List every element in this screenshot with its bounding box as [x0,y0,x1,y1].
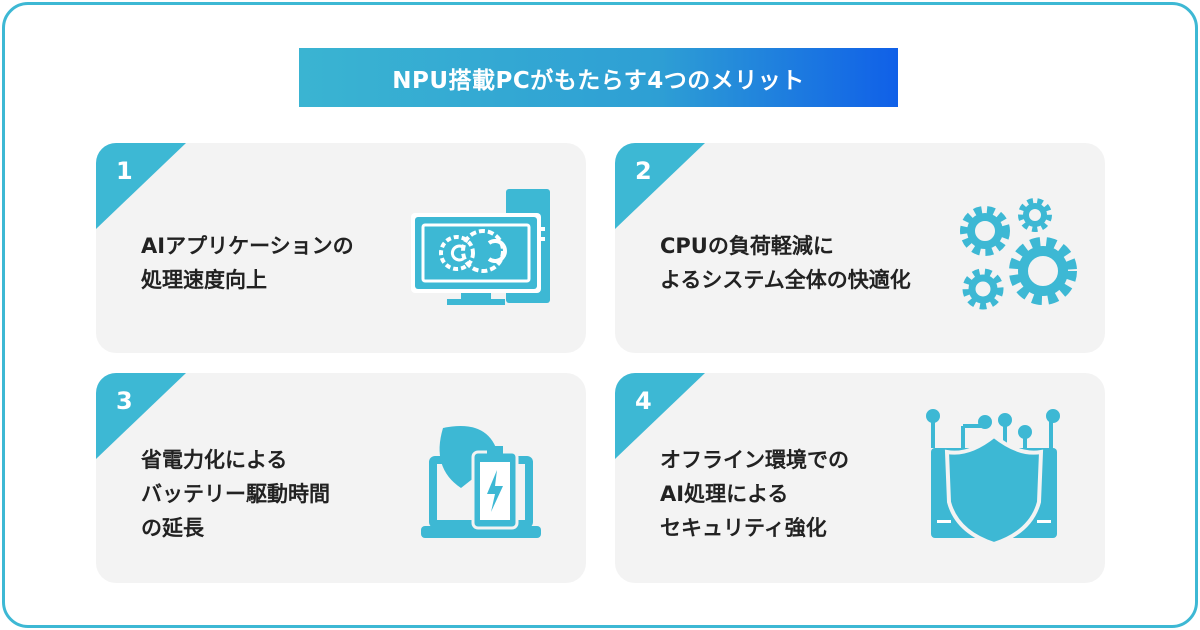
card-line: よるシステム全体の快適化 [660,268,911,292]
card-line: の延長 [141,516,204,540]
card-number: 3 [116,387,133,415]
card-line: 省電力化による [141,448,288,472]
number-corner [615,143,705,229]
page-title: NPU搭載PCがもたらす4つのメリット [299,48,898,107]
card-line: バッテリー駆動時間 [141,482,330,506]
number-corner [96,143,186,229]
card-line: AIアプリケーションの [141,234,354,258]
benefit-card-3: 3 省電力化による バッテリー駆動時間 の延長 [96,373,586,583]
card-line: セキュリティ強化 [660,516,827,540]
computer-gear-icon [411,189,550,305]
benefit-card-2: 2 CPUの負荷軽減に よるシステム全体の快適化 [615,143,1105,353]
shield-chip-icon [926,409,1060,547]
card-line: CPUの負荷軽減に [660,234,834,258]
card-text: オフライン環境での AI処理による セキュリティ強化 [660,443,849,545]
card-line: オフライン環境での [660,448,849,472]
card-text: CPUの負荷軽減に よるシステム全体の快適化 [660,229,911,297]
gears-icon [960,198,1077,310]
card-number: 2 [635,157,652,185]
card-number: 4 [635,387,652,415]
benefit-card-1: 1 AIアプリケーションの 処理速度向上 [96,143,586,353]
card-line: AI処理による [660,482,789,506]
benefit-card-4: 4 オフライン環境での AI処理による セキュリティ強化 [615,373,1105,583]
card-text: AIアプリケーションの 処理速度向上 [141,229,354,297]
card-number: 1 [116,157,133,185]
card-text: 省電力化による バッテリー駆動時間 の延長 [141,443,330,545]
laptop-battery-leaf-icon [421,426,541,538]
card-line: 処理速度向上 [141,268,267,292]
